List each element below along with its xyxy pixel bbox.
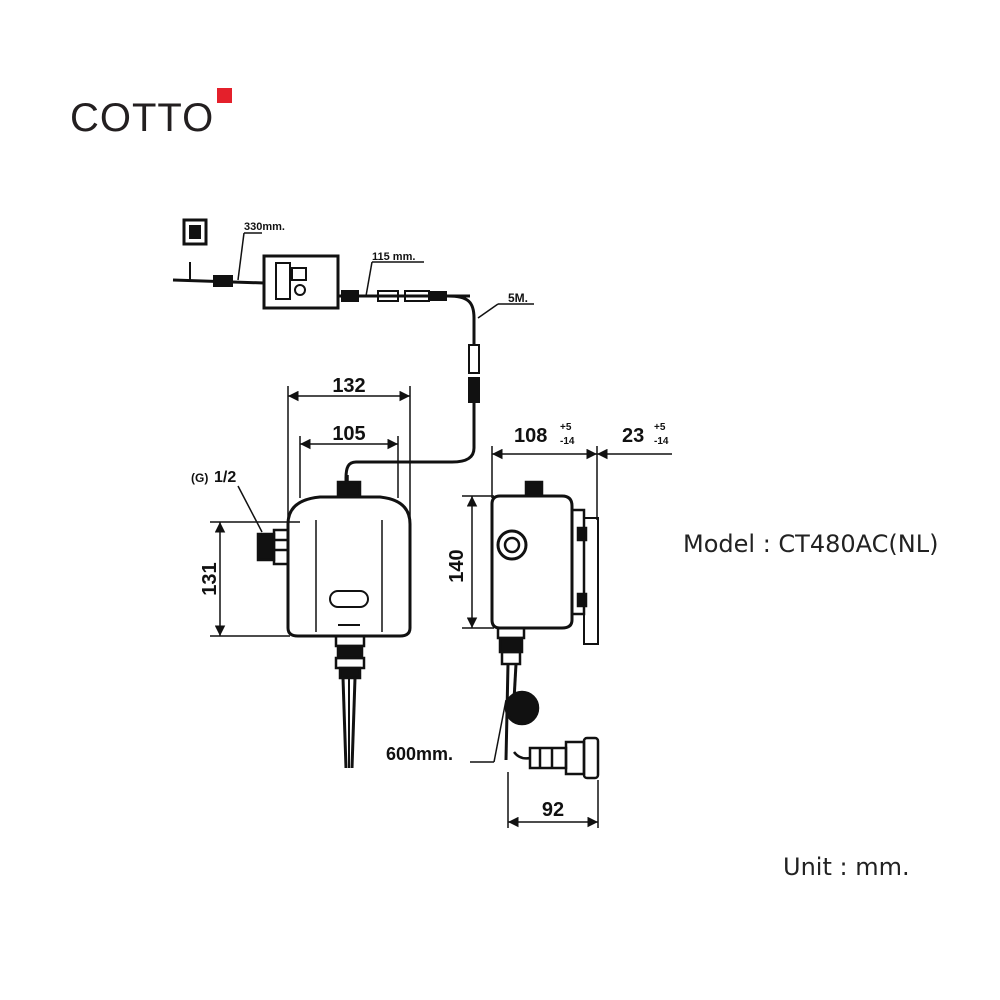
front-view [256, 475, 412, 769]
brand-red-square [217, 88, 232, 103]
model-label: Model : CT480AC(NL) [683, 530, 939, 558]
dim-wall-tol-minus: -14 [654, 436, 669, 447]
brand-name: COTTO [70, 96, 215, 140]
side-dimensions [462, 446, 672, 828]
dim-depth: 108 [514, 425, 547, 447]
dim-depth-tol-plus: +5 [560, 422, 572, 433]
dim-adapter-cable: 330mm. [244, 221, 285, 233]
dim-width-outer: 132 [332, 375, 365, 397]
dim-thread-size: 1/2 [214, 469, 236, 486]
dim-pipe-length: 600mm. [386, 744, 453, 764]
brand-logo: COTTO [70, 96, 214, 140]
dim-long-cable: 5M. [508, 291, 528, 305]
side-view [490, 480, 600, 780]
front-dimensions [210, 386, 411, 637]
long-cable [344, 294, 534, 486]
unit-label: Unit : mm. [783, 853, 910, 881]
dim-wall-tol-plus: +5 [654, 422, 666, 433]
dim-thread: (G) [191, 471, 208, 485]
dim-height-side: 140 [446, 549, 468, 582]
power-adapter [172, 218, 470, 310]
dim-depth-tol-minus: -14 [560, 436, 575, 447]
dim-width-inner: 105 [332, 423, 365, 445]
dim-height-front: 131 [199, 562, 221, 595]
dim-bottom-width: 92 [542, 799, 564, 821]
dim-wall: 23 [622, 425, 644, 447]
dim-short-cable: 115 mm. [372, 251, 415, 263]
